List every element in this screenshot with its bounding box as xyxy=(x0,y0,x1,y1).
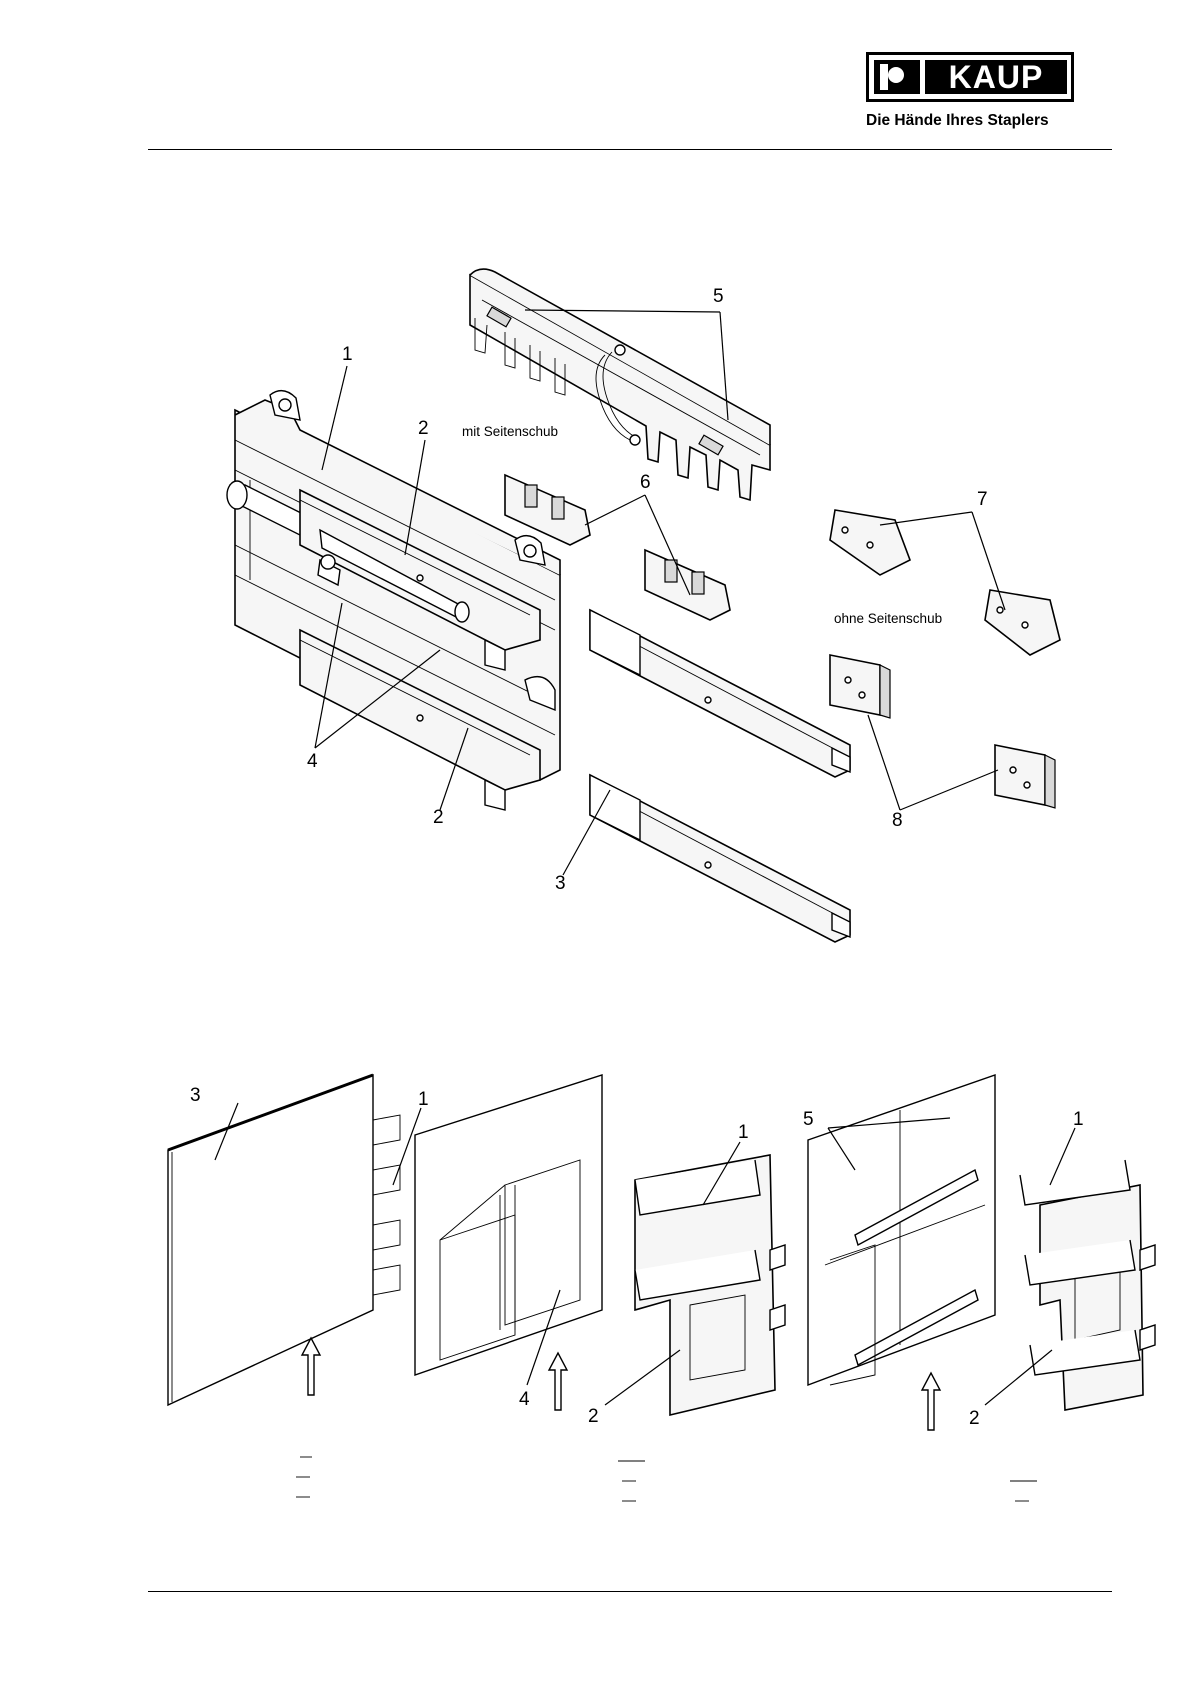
view-e: 1 2 xyxy=(969,1109,1155,1501)
part-3-forks xyxy=(590,610,850,942)
label-4: 4 xyxy=(307,751,318,772)
bottom-views: 3 1 4 1 2 xyxy=(168,1075,1155,1501)
top-exploded-view: 1 2 2 3 4 5 6 7 8 mit Seitenschub ohne S… xyxy=(227,269,1060,942)
part-8-pads xyxy=(830,655,1055,808)
label-5: 5 xyxy=(713,286,724,307)
label-c-2: 2 xyxy=(588,1406,599,1427)
label-2-upper: 2 xyxy=(418,418,429,439)
view-c: 1 2 xyxy=(588,1122,785,1501)
label-3: 3 xyxy=(555,873,566,894)
note-without-sideshift: ohne Seitenschub xyxy=(834,611,942,626)
label-b-4: 4 xyxy=(519,1389,530,1410)
part-7-hooks xyxy=(830,510,1060,655)
label-a-1: 1 xyxy=(418,1089,429,1110)
label-c-1: 1 xyxy=(738,1122,749,1143)
label-7: 7 xyxy=(977,489,988,510)
label-1: 1 xyxy=(342,344,353,365)
view-b: 4 xyxy=(415,1075,602,1410)
note-with-sideshift: mit Seitenschub xyxy=(462,424,558,439)
footer-rule xyxy=(148,1591,1112,1592)
view-d: 5 xyxy=(803,1075,995,1430)
label-8: 8 xyxy=(892,810,903,831)
label-2-lower: 2 xyxy=(433,807,444,828)
label-e-2: 2 xyxy=(969,1408,980,1429)
label-d-5: 5 xyxy=(803,1109,814,1130)
label-e-1: 1 xyxy=(1073,1109,1084,1130)
label-6: 6 xyxy=(640,472,651,493)
label-a-3: 3 xyxy=(190,1085,201,1106)
view-a: 3 1 xyxy=(168,1075,429,1497)
